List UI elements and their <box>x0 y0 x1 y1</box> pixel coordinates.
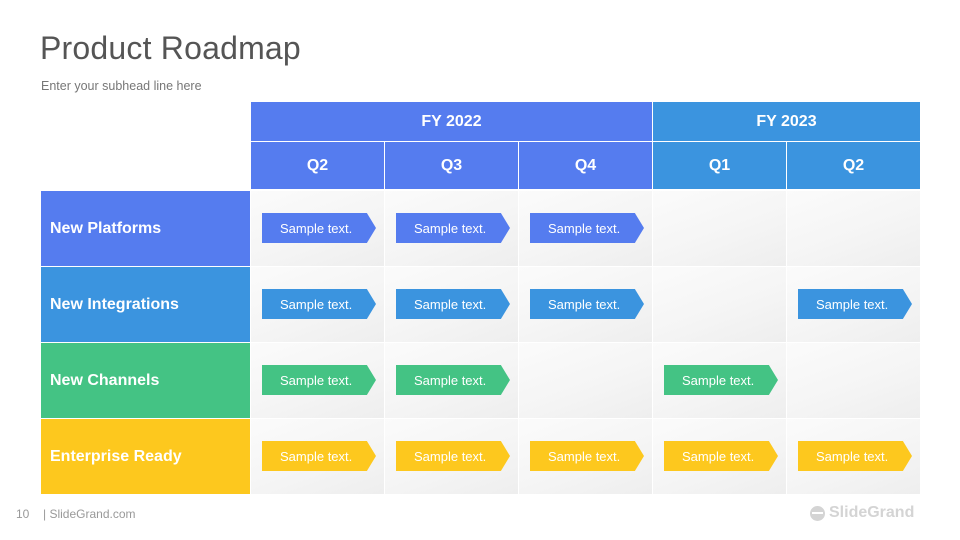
roadmap-tag: Sample text. <box>664 441 778 471</box>
roadmap-tag: Sample text. <box>798 441 912 471</box>
logo-icon <box>810 505 825 521</box>
page-title: Product Roadmap <box>40 30 301 66</box>
subhead: Enter your subhead line here <box>41 79 202 93</box>
quarter-header: Q2 <box>251 142 384 189</box>
roadmap-tag: Sample text. <box>262 365 376 395</box>
roadmap-tag: Sample text. <box>396 365 510 395</box>
roadmap-tag: Sample text. <box>530 289 644 319</box>
page-number: 10 <box>16 507 30 521</box>
table-cell <box>653 267 786 342</box>
table-cell <box>653 191 786 266</box>
table-cell <box>787 343 920 418</box>
quarter-header: Q3 <box>385 142 518 189</box>
quarter-header: Q4 <box>519 142 652 189</box>
year-header: FY 2023 <box>653 102 920 141</box>
table-cell <box>787 191 920 266</box>
footer-site: | SlideGrand.com <box>43 507 136 521</box>
roadmap-tag: Sample text. <box>396 213 510 243</box>
row-label: Enterprise Ready <box>41 419 250 494</box>
roadmap-tag: Sample text. <box>396 289 510 319</box>
year-header: FY 2022 <box>251 102 652 141</box>
logo-text: SlideGrand <box>829 504 915 521</box>
brand-logo: SlideGrand <box>810 504 914 522</box>
roadmap-tag: Sample text. <box>262 213 376 243</box>
roadmap-tag: Sample text. <box>262 441 376 471</box>
roadmap-tag: Sample text. <box>530 441 644 471</box>
quarter-header: Q1 <box>653 142 786 189</box>
quarter-header: Q2 <box>787 142 920 189</box>
row-label: New Channels <box>41 343 250 418</box>
roadmap-tag: Sample text. <box>262 289 376 319</box>
roadmap-tag: Sample text. <box>530 213 644 243</box>
row-label: New Integrations <box>41 267 250 342</box>
table-cell <box>519 343 652 418</box>
roadmap-tag: Sample text. <box>396 441 510 471</box>
row-label: New Platforms <box>41 191 250 266</box>
roadmap-tag: Sample text. <box>798 289 912 319</box>
roadmap-tag: Sample text. <box>664 365 778 395</box>
